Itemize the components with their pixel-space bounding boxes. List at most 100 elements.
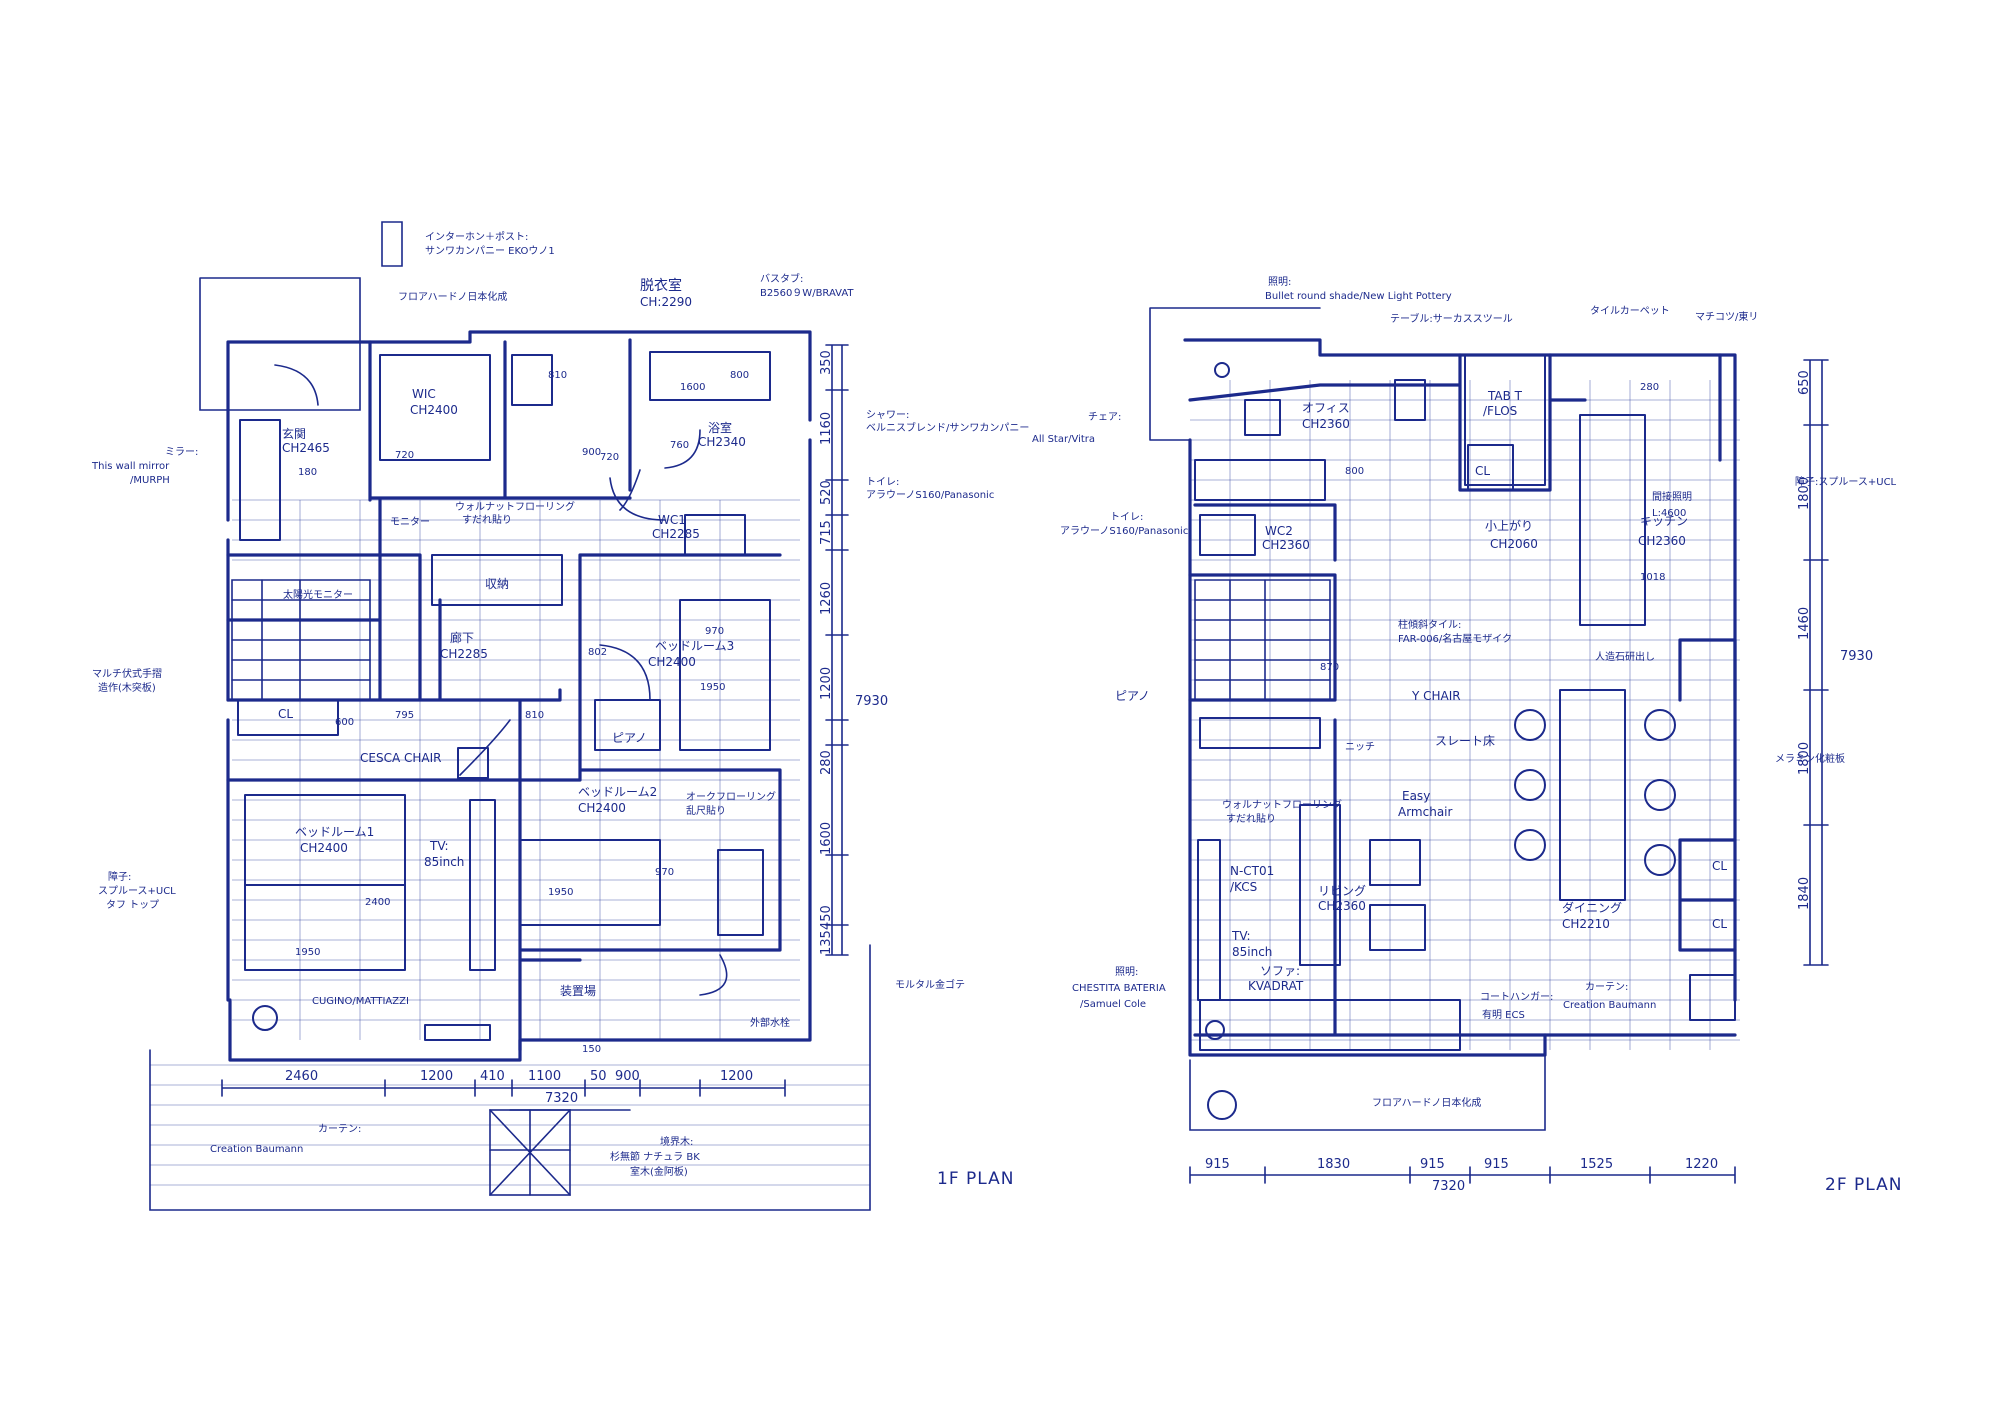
note-toilet1-1: トイレ:: [866, 477, 899, 488]
easy-armchair-1: [1369, 839, 1421, 886]
bed-1: [244, 794, 406, 971]
yard-label: 装置場: [560, 984, 596, 998]
note-shoji-1f-1: 障子:: [108, 870, 131, 883]
dim-right-1f-0: 350: [819, 350, 834, 375]
dim-room-1f-15: 1950: [295, 947, 320, 958]
note-coat: コートハンガー:有明 ECS: [1480, 991, 1553, 1021]
site-boundary-1f: [149, 944, 871, 1211]
note-bathtub-1: バスタブ:: [760, 272, 803, 285]
dim-right-1f-6: 280: [819, 750, 834, 775]
dim-bottom-1f-4: 50: [590, 1069, 607, 1084]
note-walnut-2f: ウォルナットフローリングすだれ貼り: [1222, 798, 1342, 825]
room-ch-living: CH2360: [1318, 899, 1366, 913]
room-name-dining: ダイニング: [1562, 900, 1622, 915]
note-stair-1: マルチ伏式手摺: [92, 667, 162, 680]
toilet-1f: [684, 514, 746, 556]
balcony-2f: [1149, 307, 1321, 441]
note-light-top-1: 照明:: [1268, 276, 1291, 288]
room-name-cl-1f: CL: [278, 707, 293, 721]
note-shower-2: ベルニスブレンド/サンワカンパニー: [866, 421, 1029, 434]
note-tile-carpet: タイルカーペット: [1590, 305, 1670, 317]
dim-right-2f-4: 1840: [1797, 877, 1812, 910]
note-floor-2f: フロアハードノ日本化成: [1372, 1096, 1481, 1109]
note-mirror-2: This wall mirror: [91, 461, 170, 472]
note-tree-1: 境界木:: [660, 1135, 693, 1148]
dimension-line-1f-right: [825, 344, 849, 956]
cesca-chair: [457, 747, 489, 779]
dim-bottom-1f-6: 1200: [720, 1069, 753, 1084]
plan-title-2f: 2F PLAN: [1825, 1175, 1902, 1195]
dim-right-total-1f: 7930: [855, 694, 888, 709]
room-ch-wc2: CH2360: [1262, 538, 1310, 552]
note-light-bottom-1: 照明:: [1115, 966, 1138, 978]
bed-2: [519, 839, 661, 926]
note-intercom-1: インターホン＋ポスト:: [425, 231, 528, 243]
dim-total-2f: 7320: [1432, 1179, 1465, 1194]
dim-right-total-2f: 7930: [1840, 649, 1873, 664]
dim-total-1f: 7320: [545, 1091, 578, 1106]
room-name-wc2: WC2: [1265, 524, 1293, 538]
room-name-nctoy-2: /KCS: [1230, 880, 1257, 894]
dimension-line-1f-bottom: [221, 1079, 786, 1111]
note-mirror-1: ミラー:: [165, 446, 198, 458]
office-desk: [1194, 459, 1326, 501]
tv-label-1f: TV:: [429, 839, 449, 853]
chair-bed2: [717, 849, 764, 936]
room-name-entrance: 玄関: [282, 426, 306, 441]
stair-2f: [1194, 579, 1331, 701]
note-stair: マルチ伏式手摺造作(木突板): [92, 667, 162, 694]
dim-room-1f-9: 802: [588, 647, 607, 658]
dim-bottom-1f-5: 900: [615, 1069, 640, 1084]
dim-right-2f-0: 650: [1797, 370, 1812, 395]
entrance-porch: [199, 277, 361, 411]
note-intercom-2: サンワカンパニー EKOウノ1: [425, 245, 555, 257]
note-curtain-1f-1: カーテン:: [318, 1123, 361, 1135]
note-walnut-2f-1: ウォルナットフローリング: [1222, 798, 1342, 811]
room-name-tab-2: /FLOS: [1483, 404, 1517, 418]
roof-garden-2f: [1189, 1039, 1546, 1131]
cushion-label: CUGINO/MATTIAZZI: [312, 996, 409, 1007]
note-chair-2f-2: All Star/Vitra: [1032, 434, 1095, 445]
room-name-dressing: 脱衣室: [640, 277, 682, 294]
note-chair-2f: チェア:All Star/Vitra: [1032, 411, 1121, 445]
dim-room-2f-0: 280: [1640, 382, 1659, 393]
room-ch-wc1: CH2285: [652, 527, 700, 541]
note-monitor: モニター: [390, 516, 430, 528]
interior-walls-2f: [1188, 353, 1737, 1037]
shoe-box: [239, 419, 281, 541]
dim-bottom-1f-3: 1100: [528, 1069, 561, 1084]
note-light-bottom-3: /Samuel Cole: [1080, 999, 1146, 1010]
room-name-bath: 浴室: [708, 420, 732, 435]
note-shower: シャワー:ベルニスブレンド/サンワカンパニー: [866, 410, 1029, 434]
note-toilet2-1: トイレ:: [1110, 512, 1143, 523]
note-curtain-1f-2: Creation Baumann: [210, 1144, 303, 1155]
note-shoji-1f-3: タフ トップ: [106, 899, 159, 911]
note-shoji-1f-2: スプルース+UCL: [98, 885, 176, 897]
note-intercom: インターホン＋ポスト: サンワカンパニー EKOウノ1: [425, 231, 555, 257]
note-easy-2: Armchair: [1398, 805, 1453, 819]
room-ch-loft: CH2060: [1490, 537, 1538, 551]
note-light-bottom-2: CHESTITA BATERIA: [1072, 983, 1166, 994]
dim-room-2f-2: 870: [1320, 662, 1339, 673]
note-indirect-1: 間接照明: [1652, 490, 1692, 503]
y-chair-4: [1644, 709, 1676, 741]
coffee-table: [1299, 804, 1341, 966]
cl-closet-2f-1: [1467, 444, 1514, 491]
note-coat-1: コートハンガー:: [1480, 991, 1553, 1003]
labels-2f: オフィス CH2360 WC2 CH2360 TAB T/FLOS CL 小上が…: [1032, 276, 1902, 1195]
dim-room-1f-10: 795: [395, 710, 414, 721]
dim-room-1f-1: 810: [548, 370, 567, 381]
room-ch-bed3: CH2400: [648, 655, 696, 669]
y-chair-6: [1644, 844, 1676, 876]
note-artificial: 人造石研出し: [1595, 650, 1655, 663]
dim-bottom-1f-2: 410: [480, 1069, 505, 1084]
note-mortar: モルタル金ゴテ: [895, 978, 965, 991]
